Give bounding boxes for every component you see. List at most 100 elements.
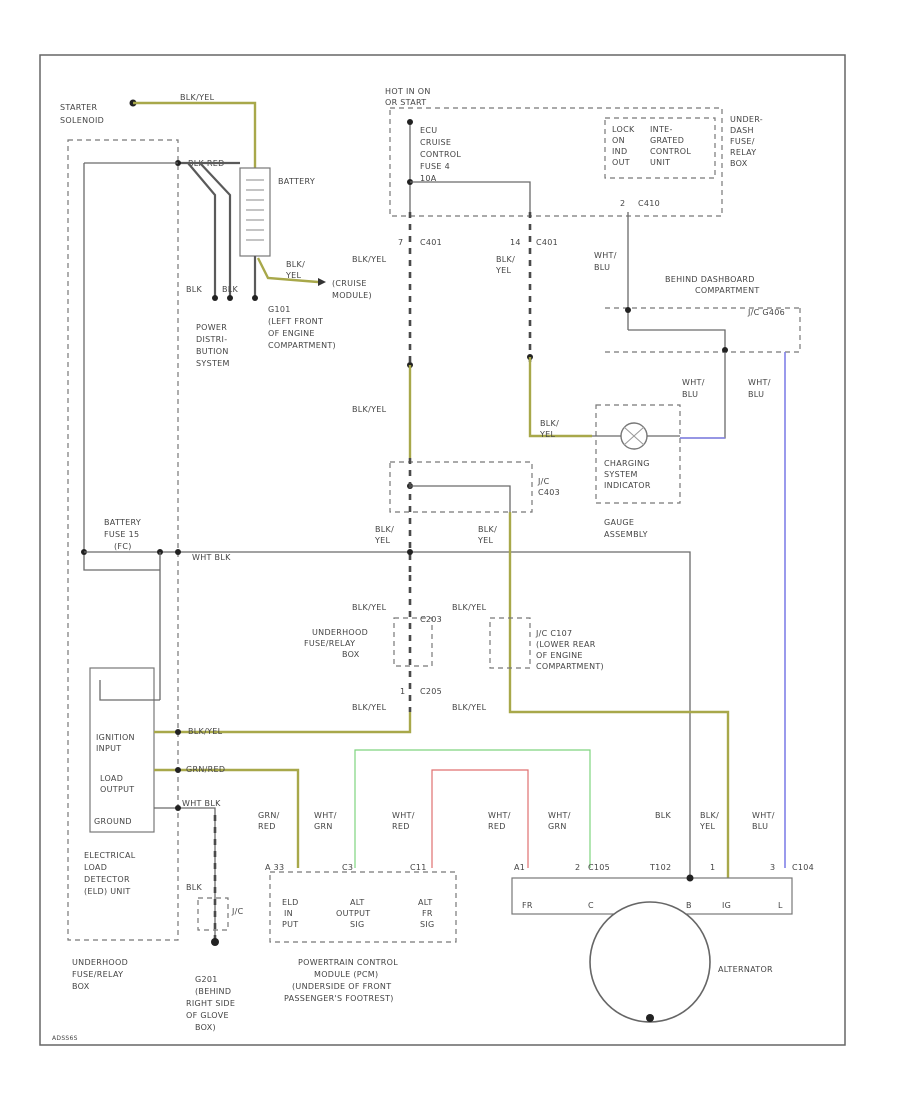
wire-label-wht-blk-eld: WHT BLK	[182, 799, 221, 808]
wire-label-blk-yel-b: BLK/YEL	[452, 603, 487, 612]
wire-eld-ground	[154, 807, 216, 942]
alt-connector-pin-2: 2	[575, 863, 580, 872]
wire-starter-battery	[133, 101, 257, 168]
wire-left-vertical	[83, 163, 160, 571]
wire-label-grn-red-pcm: GRN/RED	[258, 811, 280, 831]
alt-pin-c: C	[588, 901, 594, 910]
eld-unit-box	[89, 667, 155, 833]
junction-dot	[407, 119, 413, 125]
wire-label-blk-yel-a: BLK/YEL	[352, 603, 387, 612]
wire-label-wht-red-b: WHT/RED	[488, 811, 511, 831]
wire-wht-grn	[354, 749, 591, 868]
battery-cells	[246, 179, 264, 241]
gauge-assembly-outline	[595, 404, 681, 504]
alt-connector-c105: C105	[588, 863, 610, 872]
arrow-cruise-module	[318, 278, 326, 286]
connector-pin-14: 14	[510, 238, 521, 247]
junction-dot	[175, 805, 181, 811]
wire-label-blk-g: BLK	[186, 883, 203, 892]
junction-dot	[252, 295, 258, 301]
wire-label-wht-grn-b: WHT/GRN	[548, 811, 571, 831]
wire-label-blk-yel-c401: BLK/YEL	[352, 255, 387, 264]
wire-behind-dash	[628, 329, 726, 352]
wire-label-blk-yel-low-a: BLK/YEL	[352, 703, 387, 712]
wire-label-blk-yel-ign: BLK/YEL	[188, 727, 223, 736]
wire-blk-yel-gauge	[528, 357, 592, 438]
connector-c410: C410	[638, 199, 660, 208]
wire-label-wht-red-a: WHT/RED	[392, 811, 415, 831]
junction-dot	[212, 295, 218, 301]
battery-symbol	[239, 167, 271, 257]
integrated-control-unit-outline	[604, 117, 716, 179]
pcm-outline	[269, 871, 457, 943]
jc-label-small: J/C	[231, 907, 244, 916]
junction-dot	[722, 347, 728, 353]
wire-label-wht-blu-alt: WHT/BLU	[752, 811, 775, 831]
alt-pin-b: B	[686, 901, 692, 910]
g201-ground-point	[211, 938, 219, 946]
junction-dot	[686, 874, 694, 882]
connector-c205: C205	[420, 687, 442, 696]
connector-pin-2: 2	[620, 199, 625, 208]
wire-label-blk-yel-top: BLK/YEL	[180, 93, 215, 102]
ground-label: GROUND	[94, 817, 132, 826]
underhood-fuse-relay-box-outline	[67, 139, 179, 941]
wire-blk-yel-ignition	[154, 712, 412, 734]
wire-jc-c403-branch	[410, 485, 511, 512]
wire-label-grn-red: GRN/RED	[186, 765, 225, 774]
wire-label-wht-blu-a: WHT/BLU	[682, 378, 705, 399]
battery-label: BATTERY	[278, 177, 315, 186]
wire-label-wht-blk: WHT BLK	[192, 553, 231, 562]
wire-wht-red	[431, 769, 529, 868]
wire-label-blk-yel-mid: BLK/YEL	[352, 405, 387, 414]
wire-label-blk-alt: BLK	[655, 811, 672, 820]
alt-pin-ig: IG	[722, 901, 731, 910]
wire-grn-red-load	[154, 768, 300, 868]
wire-label-wht-blu-upper: WHT/BLU	[594, 251, 617, 272]
alt-connector-pin-3: 3	[770, 863, 775, 872]
diagram-frame	[39, 54, 846, 1046]
pcm-pin-c3: C3	[342, 863, 353, 872]
alternator-ground-point	[646, 1014, 654, 1022]
wire-label-blk-left: BLK	[186, 285, 203, 294]
wire-label-blk-yel-gauge: BLK/YEL	[539, 419, 559, 439]
junction-dot	[175, 549, 181, 555]
alt-pin-fr: FR	[522, 901, 533, 910]
junction-dot	[227, 295, 233, 301]
wire-label-blk-right: BLK	[222, 285, 239, 294]
wire-label-blk-yel-left: BLK/YEL	[374, 525, 394, 545]
wire-eld-internal	[99, 680, 160, 701]
under-dash-fuse-box-outline	[389, 107, 723, 217]
alt-connector-pin-a1: A1	[514, 863, 525, 872]
wire-label-wht-grn-a: WHT/GRN	[314, 811, 337, 831]
wire-battery-bus	[84, 551, 691, 878]
alternator-label: ALTERNATOR	[718, 965, 773, 974]
connector-pin-7: 7	[398, 238, 403, 247]
wire-label-blk-yel-c401b: BLK/YEL	[495, 255, 515, 275]
jc-g201-outline	[197, 897, 229, 931]
lamp-cross-b	[623, 426, 645, 446]
wire-blk-yel-alternator	[508, 512, 730, 878]
pcm-pin-c11: C11	[410, 863, 427, 872]
junction-dot	[175, 729, 181, 735]
connector-c203: C203	[420, 615, 442, 624]
